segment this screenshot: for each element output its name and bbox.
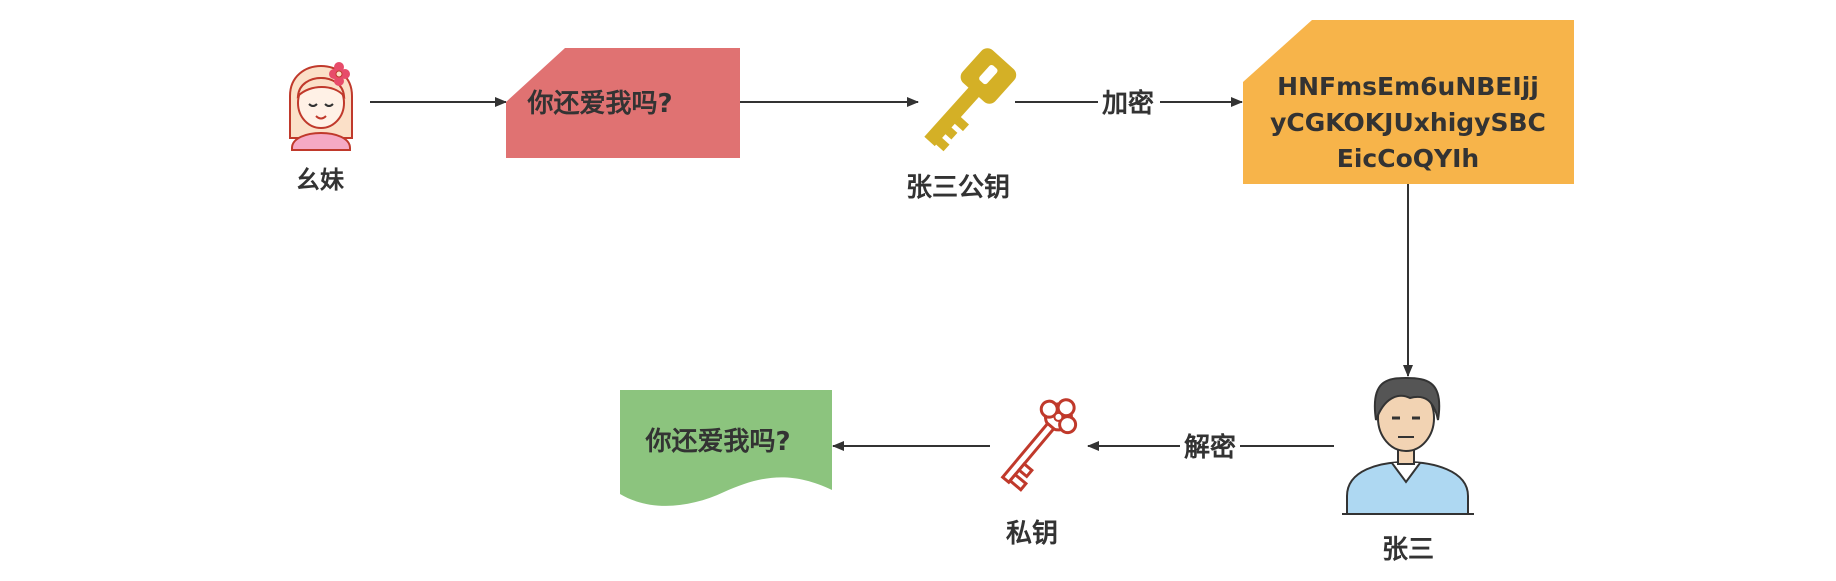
key-icon — [924, 48, 1017, 152]
private-key-label: 私钥 — [1006, 519, 1058, 549]
decrypt-label: 解密 — [1184, 432, 1236, 463]
girl-avatar-icon — [289, 62, 353, 151]
plaintext-message-box: 你还爱我吗? — [506, 48, 740, 158]
decrypted-label: 你还爱我吗? — [644, 427, 790, 457]
ciphertext-line-1: HNFmsEm6uNBEIjj — [1277, 72, 1539, 101]
man-avatar-icon — [1342, 376, 1474, 515]
ciphertext-box: HNFmsEm6uNBEIjj yCGKOKJUxhigySBC EicCoQY… — [1243, 20, 1574, 184]
receiver-label: 张三 — [1382, 535, 1434, 565]
ciphertext-line-2: yCGKOKJUxhigySBC — [1270, 108, 1546, 137]
sender-label: 幺妹 — [296, 166, 344, 194]
encrypt-label: 加密 — [1102, 88, 1154, 119]
public-key-label: 张三公钥 — [906, 173, 1010, 203]
ciphertext-line-3: EicCoQYIh — [1337, 144, 1479, 173]
decrypted-message-document: 你还爱我吗? — [620, 390, 832, 506]
antique-key-icon — [1000, 398, 1078, 492]
flower-icon — [329, 62, 350, 86]
plaintext-label: 你还爱我吗? — [526, 89, 672, 119]
